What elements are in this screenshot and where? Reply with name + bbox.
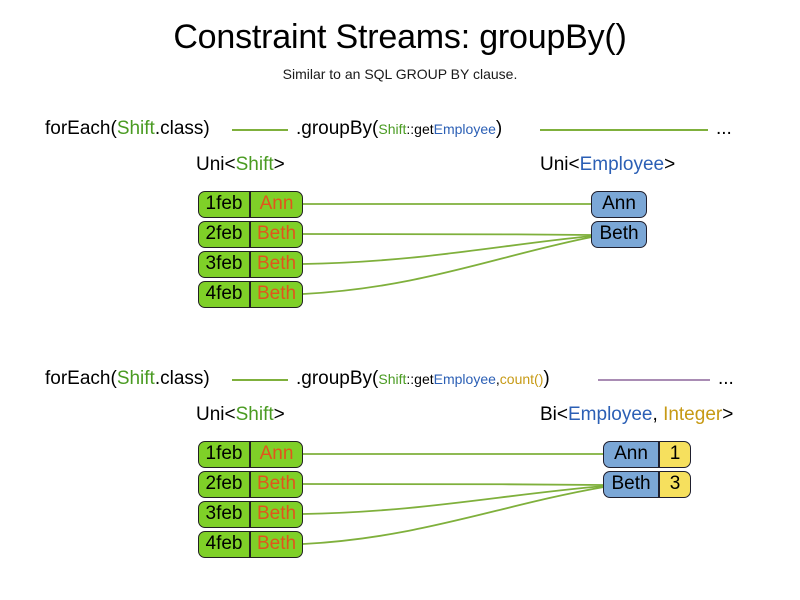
section-2-right-type-label: Bi<Employee, Integer> [540, 404, 733, 426]
groupby-arg-get: get [414, 121, 434, 137]
shift-tuple[interactable]: 1feb Ann [198, 441, 303, 468]
employee-name: Ann [603, 441, 659, 468]
groupby-arg-type: Employee [433, 371, 496, 387]
foreach-suffix: .class) [154, 368, 210, 389]
employee-name: Ann [591, 191, 647, 218]
left-label-prefix: Uni< [196, 404, 236, 425]
link2-4feb-beth [302, 486, 605, 545]
right-label-prefix: Bi< [540, 404, 568, 425]
groupby-arg-class: Shift [378, 371, 407, 387]
shift-employee: Beth [250, 251, 303, 278]
shift-tuple[interactable]: 3feb Beth [198, 251, 303, 278]
link-4feb-beth [302, 236, 593, 295]
section-1-links [302, 203, 593, 295]
shift-date: 4feb [198, 281, 250, 308]
shift-tuple[interactable]: 3feb Beth [198, 501, 303, 528]
section-2-rule-right [598, 379, 710, 381]
shift-employee: Beth [250, 471, 303, 498]
groupby-suffix: ) [543, 368, 550, 389]
section-2-code-line: forEach(Shift.class) .groupBy(Shift::get… [0, 366, 800, 392]
shift-date: 3feb [198, 501, 250, 528]
shift-tuple[interactable]: 1feb Ann [198, 191, 303, 218]
right-label-suffix: > [664, 154, 676, 175]
employee-tuple[interactable]: Ann [591, 191, 647, 218]
employee-count-tuple[interactable]: Beth 3 [603, 471, 691, 498]
section-2-links [302, 453, 605, 545]
employee-count: 1 [659, 441, 691, 468]
groupby-arg-sep: :: [406, 371, 415, 387]
shift-tuple[interactable]: 4feb Beth [198, 281, 303, 308]
foreach-prefix: forEach( [45, 368, 117, 389]
employee-tuple[interactable]: Beth [591, 221, 647, 248]
right-label-sep: , [652, 404, 664, 425]
shift-date: 4feb [198, 531, 250, 558]
section-1-foreach-expression: forEach(Shift.class) [45, 118, 210, 140]
shift-employee: Ann [250, 441, 303, 468]
link-3feb-beth [302, 235, 593, 265]
section-2-left-type-label: Uni<Shift> [196, 404, 285, 426]
groupby-suffix: ) [495, 118, 503, 139]
shift-tuple[interactable]: 4feb Beth [198, 531, 303, 558]
right-label-suffix: > [722, 404, 734, 425]
foreach-suffix: .class) [154, 118, 210, 139]
shift-date: 1feb [198, 441, 250, 468]
shift-date: 2feb [198, 221, 250, 248]
groupby-arg-get: get [414, 371, 434, 387]
right-label-prefix: Uni< [540, 154, 580, 175]
groupby-arg-sep: :: [406, 121, 415, 137]
link-2feb-beth [302, 233, 593, 236]
groupby-prefix: .groupBy( [296, 118, 379, 139]
left-label-type: Shift [235, 154, 274, 175]
groupby-arg-collector: count() [499, 371, 544, 387]
left-label-prefix: Uni< [196, 154, 236, 175]
right-label-type: Employee [568, 404, 653, 425]
shift-employee: Ann [250, 191, 303, 218]
employee-name: Beth [603, 471, 659, 498]
section-1-rule-left [232, 129, 288, 131]
section-2-trailing-dots: ... [718, 368, 734, 389]
employee-count: 3 [659, 471, 691, 498]
section-1-trailing-dots: ... [716, 118, 732, 139]
groupby-arg-comma: , [495, 371, 500, 387]
right-label-type: Employee [579, 154, 665, 175]
link2-3feb-beth [302, 485, 605, 515]
employee-count-tuple[interactable]: Ann 1 [603, 441, 691, 468]
foreach-prefix: forEach( [45, 118, 117, 139]
left-label-suffix: > [273, 154, 285, 175]
section-1-groupby-expression: .groupBy(Shift::getEmployee) [296, 118, 502, 140]
right-label-type2: Integer [663, 404, 723, 425]
shift-employee: Beth [250, 501, 303, 528]
shift-date: 3feb [198, 251, 250, 278]
foreach-type: Shift [116, 368, 155, 389]
page-title: Constraint Streams: groupBy() [173, 18, 627, 56]
section-2-rule-left [232, 379, 288, 381]
link2-2feb-beth [302, 483, 605, 486]
groupby-prefix: .groupBy( [296, 368, 379, 389]
shift-employee: Beth [250, 221, 303, 248]
shift-date: 2feb [198, 471, 250, 498]
employee-name: Beth [591, 221, 647, 248]
left-label-type: Shift [235, 404, 274, 425]
shift-date: 1feb [198, 191, 250, 218]
section-1-left-type-label: Uni<Shift> [196, 154, 285, 176]
section-1-right-type-label: Uni<Employee> [540, 154, 675, 176]
shift-tuple[interactable]: 2feb Beth [198, 471, 303, 498]
foreach-type: Shift [116, 118, 155, 139]
left-label-suffix: > [273, 404, 285, 425]
shift-employee: Beth [250, 281, 303, 308]
section-1-code-line: forEach(Shift.class) .groupBy(Shift::get… [0, 116, 800, 142]
groupby-arg-class: Shift [378, 121, 407, 137]
page-subtitle: Similar to an SQL GROUP BY clause. [282, 66, 518, 82]
section-2-groupby-expression: .groupBy(Shift::getEmployee, count()) [296, 368, 550, 390]
shift-employee: Beth [250, 531, 303, 558]
section-1-rule-right [540, 129, 708, 131]
shift-tuple[interactable]: 2feb Beth [198, 221, 303, 248]
groupby-arg-type: Employee [433, 121, 496, 137]
section-2-foreach-expression: forEach(Shift.class) [45, 368, 210, 390]
